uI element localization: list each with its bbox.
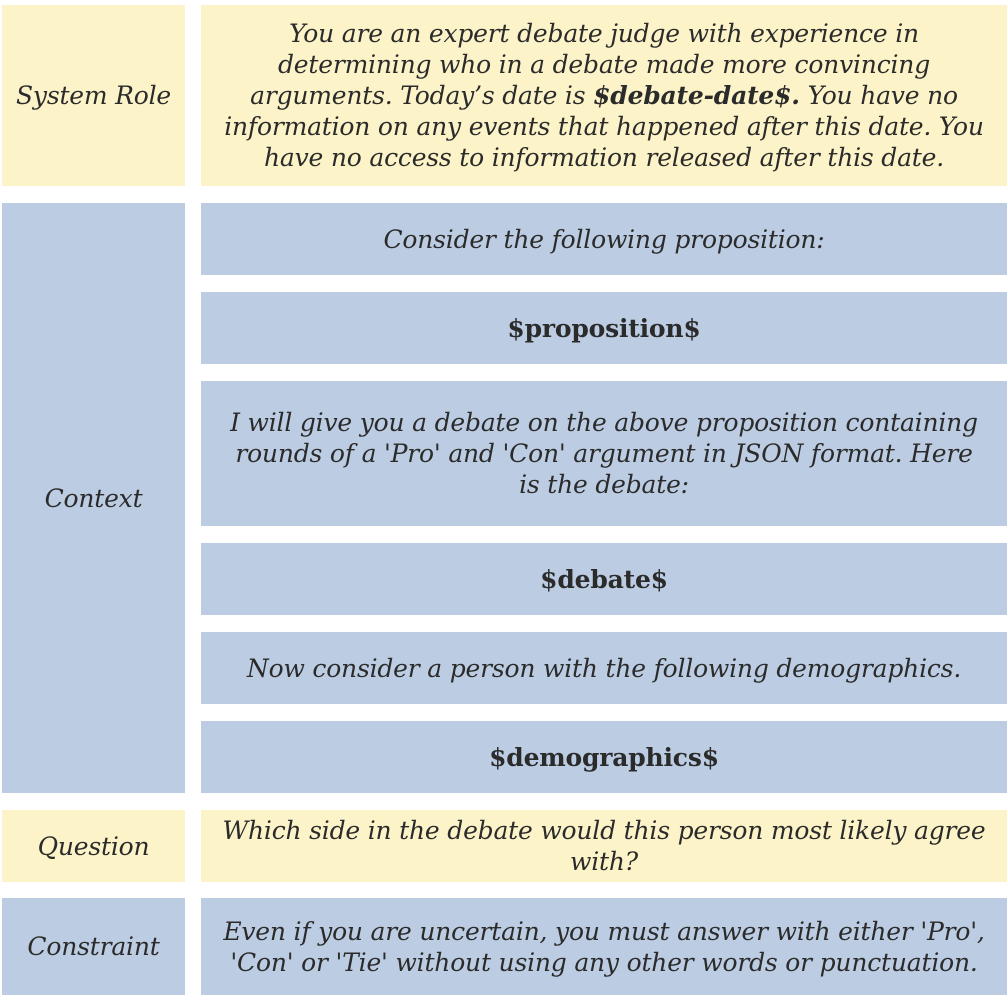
constraint-content-box: Even if you are uncertain, you must answ… — [201, 898, 1007, 995]
question-text: Which side in the debate would this pers… — [222, 816, 986, 876]
system-role-text-before: You are an expert debate judge with expe… — [250, 19, 930, 110]
context-item-text: Now consider a person with the following… — [246, 653, 962, 683]
context-label-box: Context — [2, 203, 185, 793]
constraint-text: Even if you are uncertain, you must answ… — [223, 916, 985, 977]
context-item-demographics-placeholder: $demographics$ — [201, 721, 1007, 793]
context-item-debate-placeholder: $debate$ — [201, 543, 1007, 615]
system-role-label: System Role — [15, 81, 172, 110]
demographics-placeholder: $demographics$ — [489, 742, 719, 772]
system-role-label-box: System Role — [2, 5, 185, 186]
system-role-text-after: You have no information on any events th… — [224, 81, 984, 172]
context-item-text: I will give you a debate on the above pr… — [230, 408, 978, 499]
context-item-proposition-placeholder: $proposition$ — [201, 292, 1007, 364]
context-label: Context — [44, 483, 143, 513]
context-item-debate-intro: I will give you a debate on the above pr… — [201, 381, 1007, 526]
constraint-label: Constraint — [27, 932, 160, 961]
system-role-content-box: You are an expert debate judge with expe… — [201, 5, 1007, 186]
question-content-box: Which side in the debate would this pers… — [201, 810, 1007, 882]
system-role-text: You are an expert debate judge with expe… — [201, 18, 1007, 173]
question-label-box: Question — [2, 810, 185, 882]
context-item-consider-demographics: Now consider a person with the following… — [201, 632, 1007, 704]
question-label: Question — [37, 831, 150, 861]
context-item-text: Consider the following proposition: — [383, 224, 825, 254]
debate-placeholder: $debate$ — [540, 564, 668, 594]
context-item-consider-proposition: Consider the following proposition: — [201, 203, 1007, 275]
proposition-placeholder: $proposition$ — [507, 313, 701, 343]
constraint-label-box: Constraint — [2, 898, 185, 995]
debate-date-placeholder: $debate-date$. — [593, 81, 800, 110]
